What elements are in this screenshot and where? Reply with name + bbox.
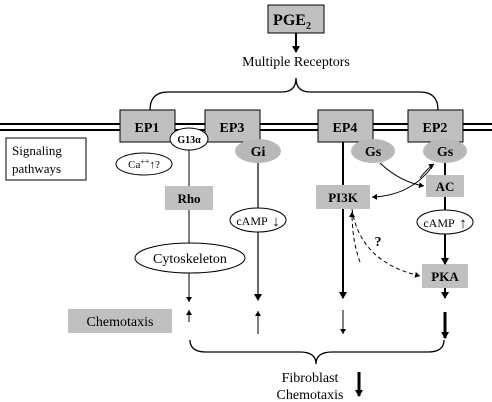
- receptor-brace: [149, 77, 439, 111]
- receptor-ep3: EP3: [204, 109, 261, 143]
- svg-text:cAMP: cAMP: [236, 214, 268, 228]
- svg-text:Gs: Gs: [437, 145, 454, 160]
- svg-text:EP2: EP2: [423, 121, 448, 136]
- svg-text:Gi: Gi: [251, 145, 266, 160]
- svg-text:↓: ↓: [272, 214, 280, 230]
- svg-text:EP1: EP1: [135, 121, 160, 136]
- svg-text:pathways: pathways: [12, 161, 61, 176]
- pge2-label: PGE2: [273, 12, 311, 32]
- gs-ep2-node: Gs: [423, 139, 467, 163]
- gs-ep4-node: Gs: [351, 139, 395, 163]
- outcome-brace: [189, 339, 445, 365]
- rho-node: Rho: [165, 186, 213, 210]
- receptor-ep4: EP4: [317, 109, 374, 143]
- svg-text:↑: ↑: [459, 216, 467, 232]
- camp-ep3-node: cAMP ↓: [229, 207, 287, 233]
- chemotaxis-box: Chemotaxis: [68, 309, 172, 333]
- cytoskeleton-node: Cytoskeleton: [134, 242, 246, 274]
- calcium-node: Ca++↑?: [115, 152, 173, 176]
- receptor-ep1: EP1: [119, 109, 176, 143]
- fibroblast-label: Fibroblast: [282, 371, 339, 386]
- svg-text:Chemotaxis: Chemotaxis: [87, 315, 154, 330]
- svg-text:Rho: Rho: [177, 191, 200, 206]
- g13-alpha-node: G13α: [169, 127, 209, 151]
- svg-text:Ca++↑?: Ca++↑?: [128, 157, 160, 171]
- svg-text:Signaling: Signaling: [12, 143, 62, 158]
- chemotaxis-label: Chemotaxis: [277, 388, 344, 402]
- pka-node: PKA: [422, 264, 468, 288]
- svg-text:PKA: PKA: [431, 269, 459, 284]
- svg-text:PI3K: PI3K: [328, 190, 359, 205]
- ac-node: AC: [426, 175, 464, 197]
- gi-node: Gi: [235, 139, 281, 163]
- camp-ep2-node: cAMP ↑: [416, 209, 474, 235]
- svg-text:EP4: EP4: [333, 121, 358, 136]
- svg-text:Gs: Gs: [365, 145, 382, 160]
- svg-text:Cytoskeleton: Cytoskeleton: [153, 252, 227, 267]
- svg-text:EP3: EP3: [220, 121, 245, 136]
- receptor-ep2: EP2: [407, 109, 464, 143]
- svg-text:AC: AC: [436, 179, 455, 194]
- signaling-pathways-box: Signaling pathways: [5, 137, 87, 181]
- pathway-lines: [186, 142, 449, 339]
- pi3k-node: PI3K: [316, 185, 370, 209]
- svg-text:cAMP: cAMP: [423, 216, 455, 230]
- pge2-node: PGE2: [267, 4, 325, 34]
- svg-text:G13α: G13α: [177, 135, 201, 146]
- question-mark: ?: [375, 235, 382, 250]
- multiple-receptors-label: Multiple Receptors: [242, 55, 350, 70]
